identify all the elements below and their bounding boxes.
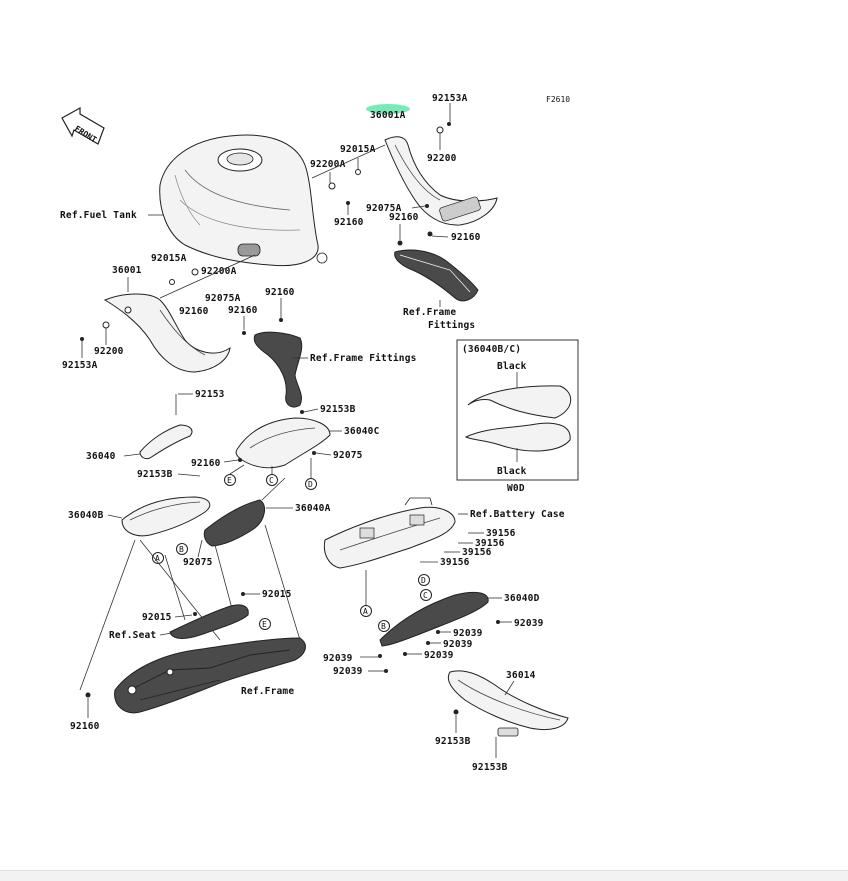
callout-B-2: B xyxy=(378,620,390,632)
svg-text:E: E xyxy=(262,620,267,629)
panel-36001A xyxy=(384,136,498,226)
part-36040B[interactable]: 36040B xyxy=(68,510,104,521)
part-39156-2[interactable]: 39156 xyxy=(475,538,505,549)
part-92160-bottom[interactable]: 92160 xyxy=(70,721,100,732)
callout-C-2: C xyxy=(420,589,432,601)
frame-fittings-right xyxy=(394,249,479,302)
ref-fuel-tank-label: Ref.Fuel Tank xyxy=(60,210,137,221)
inset-code: W0D xyxy=(507,483,525,494)
svg-text:B: B xyxy=(179,545,184,554)
part-92075A-left[interactable]: 92075A xyxy=(205,293,241,304)
part-92075-mid[interactable]: 92075 xyxy=(333,450,363,461)
part-92160-r1[interactable]: 92160 xyxy=(389,212,419,223)
panel-36001 xyxy=(103,293,231,373)
part-92200-left[interactable]: 92200 xyxy=(94,346,124,357)
part-36040[interactable]: 36040 xyxy=(86,451,116,462)
front-arrow-icon: FRONT xyxy=(61,106,105,145)
part-92153A-top[interactable]: 92153A xyxy=(432,93,468,104)
part-92160-r2[interactable]: 92160 xyxy=(451,232,481,243)
panel-36040D xyxy=(379,591,489,647)
ref-frame-fittings-right-a: Ref.Frame xyxy=(403,307,456,318)
svg-text:A: A xyxy=(155,554,160,563)
callout-C-1: C xyxy=(266,474,278,486)
part-92160-mid[interactable]: 92160 xyxy=(334,217,364,228)
part-92015-l[interactable]: 92015 xyxy=(142,612,172,623)
part-36014[interactable]: 36014 xyxy=(506,670,536,681)
part-92039-5[interactable]: 92039 xyxy=(323,653,353,664)
part-92153A-left[interactable]: 92153A xyxy=(62,360,98,371)
battery-case xyxy=(323,497,456,569)
part-92039-3[interactable]: 92039 xyxy=(443,639,473,650)
part-36001A[interactable]: 36001A xyxy=(370,110,406,121)
part-39156-1[interactable]: 39156 xyxy=(486,528,516,539)
svg-text:D: D xyxy=(308,480,313,489)
part-92153B-left[interactable]: 92153B xyxy=(137,469,173,480)
svg-text:E: E xyxy=(227,476,232,485)
highlight-marker xyxy=(366,104,410,114)
part-92153B-mid[interactable]: 92153B xyxy=(320,404,356,415)
frame-fittings-left xyxy=(253,331,303,408)
part-92075-low[interactable]: 92075 xyxy=(183,557,213,568)
part-92200-top[interactable]: 92200 xyxy=(427,153,457,164)
fuel-tank xyxy=(159,134,328,267)
part-92153B-b1[interactable]: 92153B xyxy=(435,736,471,747)
part-92153[interactable]: 92153 xyxy=(195,389,225,400)
part-92015A-left[interactable]: 92015A xyxy=(151,253,187,264)
svg-text:B: B xyxy=(381,622,386,631)
part-36040A[interactable]: 36040A xyxy=(295,503,331,514)
ref-frame-fittings-left: Ref.Frame Fittings xyxy=(310,353,417,364)
inset-color-top: Black xyxy=(497,361,527,372)
callout-D-1: D xyxy=(305,478,317,490)
callout-E-2: E xyxy=(259,618,271,630)
part-36040D[interactable]: 36040D xyxy=(504,593,540,604)
figure-code: F2610 xyxy=(546,95,570,104)
ref-seat-label: Ref.Seat xyxy=(109,630,156,641)
part-39156-3[interactable]: 39156 xyxy=(462,547,492,558)
callout-E-1: E xyxy=(224,474,236,486)
ref-frame-fittings-right-b: Fittings xyxy=(428,320,475,331)
part-92039-2[interactable]: 92039 xyxy=(453,628,483,639)
callout-B-1: B xyxy=(176,543,188,555)
part-92160-l1[interactable]: 92160 xyxy=(265,287,295,298)
svg-text:C: C xyxy=(269,476,274,485)
bottom-strip xyxy=(0,870,848,881)
part-92039-1[interactable]: 92039 xyxy=(514,618,544,629)
inset-title: (36040B/C) xyxy=(462,344,521,355)
svg-text:A: A xyxy=(363,607,368,616)
variant-inset: (36040B/C) Black Black W0D xyxy=(456,339,579,494)
panel-36040 xyxy=(139,424,193,460)
seat-bracket xyxy=(169,604,249,639)
inset-color-bottom: Black xyxy=(497,466,527,477)
panel-36040A xyxy=(203,499,266,547)
part-39156-4[interactable]: 39156 xyxy=(440,557,470,568)
part-92200A-top[interactable]: 92200A xyxy=(310,159,346,170)
part-92039-6[interactable]: 92039 xyxy=(333,666,363,677)
part-92015A-top[interactable]: 92015A xyxy=(340,144,376,155)
svg-text:C: C xyxy=(423,591,428,600)
panel-36014 xyxy=(447,670,569,731)
callout-A-2: A xyxy=(360,605,372,617)
part-92015-r[interactable]: 92015 xyxy=(262,589,292,600)
part-92160-l3[interactable]: 92160 xyxy=(228,305,258,316)
part-92160-left2[interactable]: 92160 xyxy=(191,458,221,469)
part-92153B-b2[interactable]: 92153B xyxy=(472,762,508,773)
frame-lower xyxy=(114,637,306,714)
panel-36040C xyxy=(235,417,331,469)
callout-A-1: A xyxy=(152,552,164,564)
part-92075A-top[interactable]: 92075A xyxy=(366,203,402,214)
svg-text:D: D xyxy=(421,576,426,585)
part-92039-4[interactable]: 92039 xyxy=(424,650,454,661)
panel-36040B xyxy=(121,496,211,537)
part-92160-l2[interactable]: 92160 xyxy=(179,306,209,317)
ref-frame-label: Ref.Frame xyxy=(241,686,294,697)
ref-battery-case-label: Ref.Battery Case xyxy=(470,509,565,520)
callout-D-2: D xyxy=(418,574,430,586)
part-36040C[interactable]: 36040C xyxy=(344,426,380,437)
part-36001[interactable]: 36001 xyxy=(112,265,142,276)
